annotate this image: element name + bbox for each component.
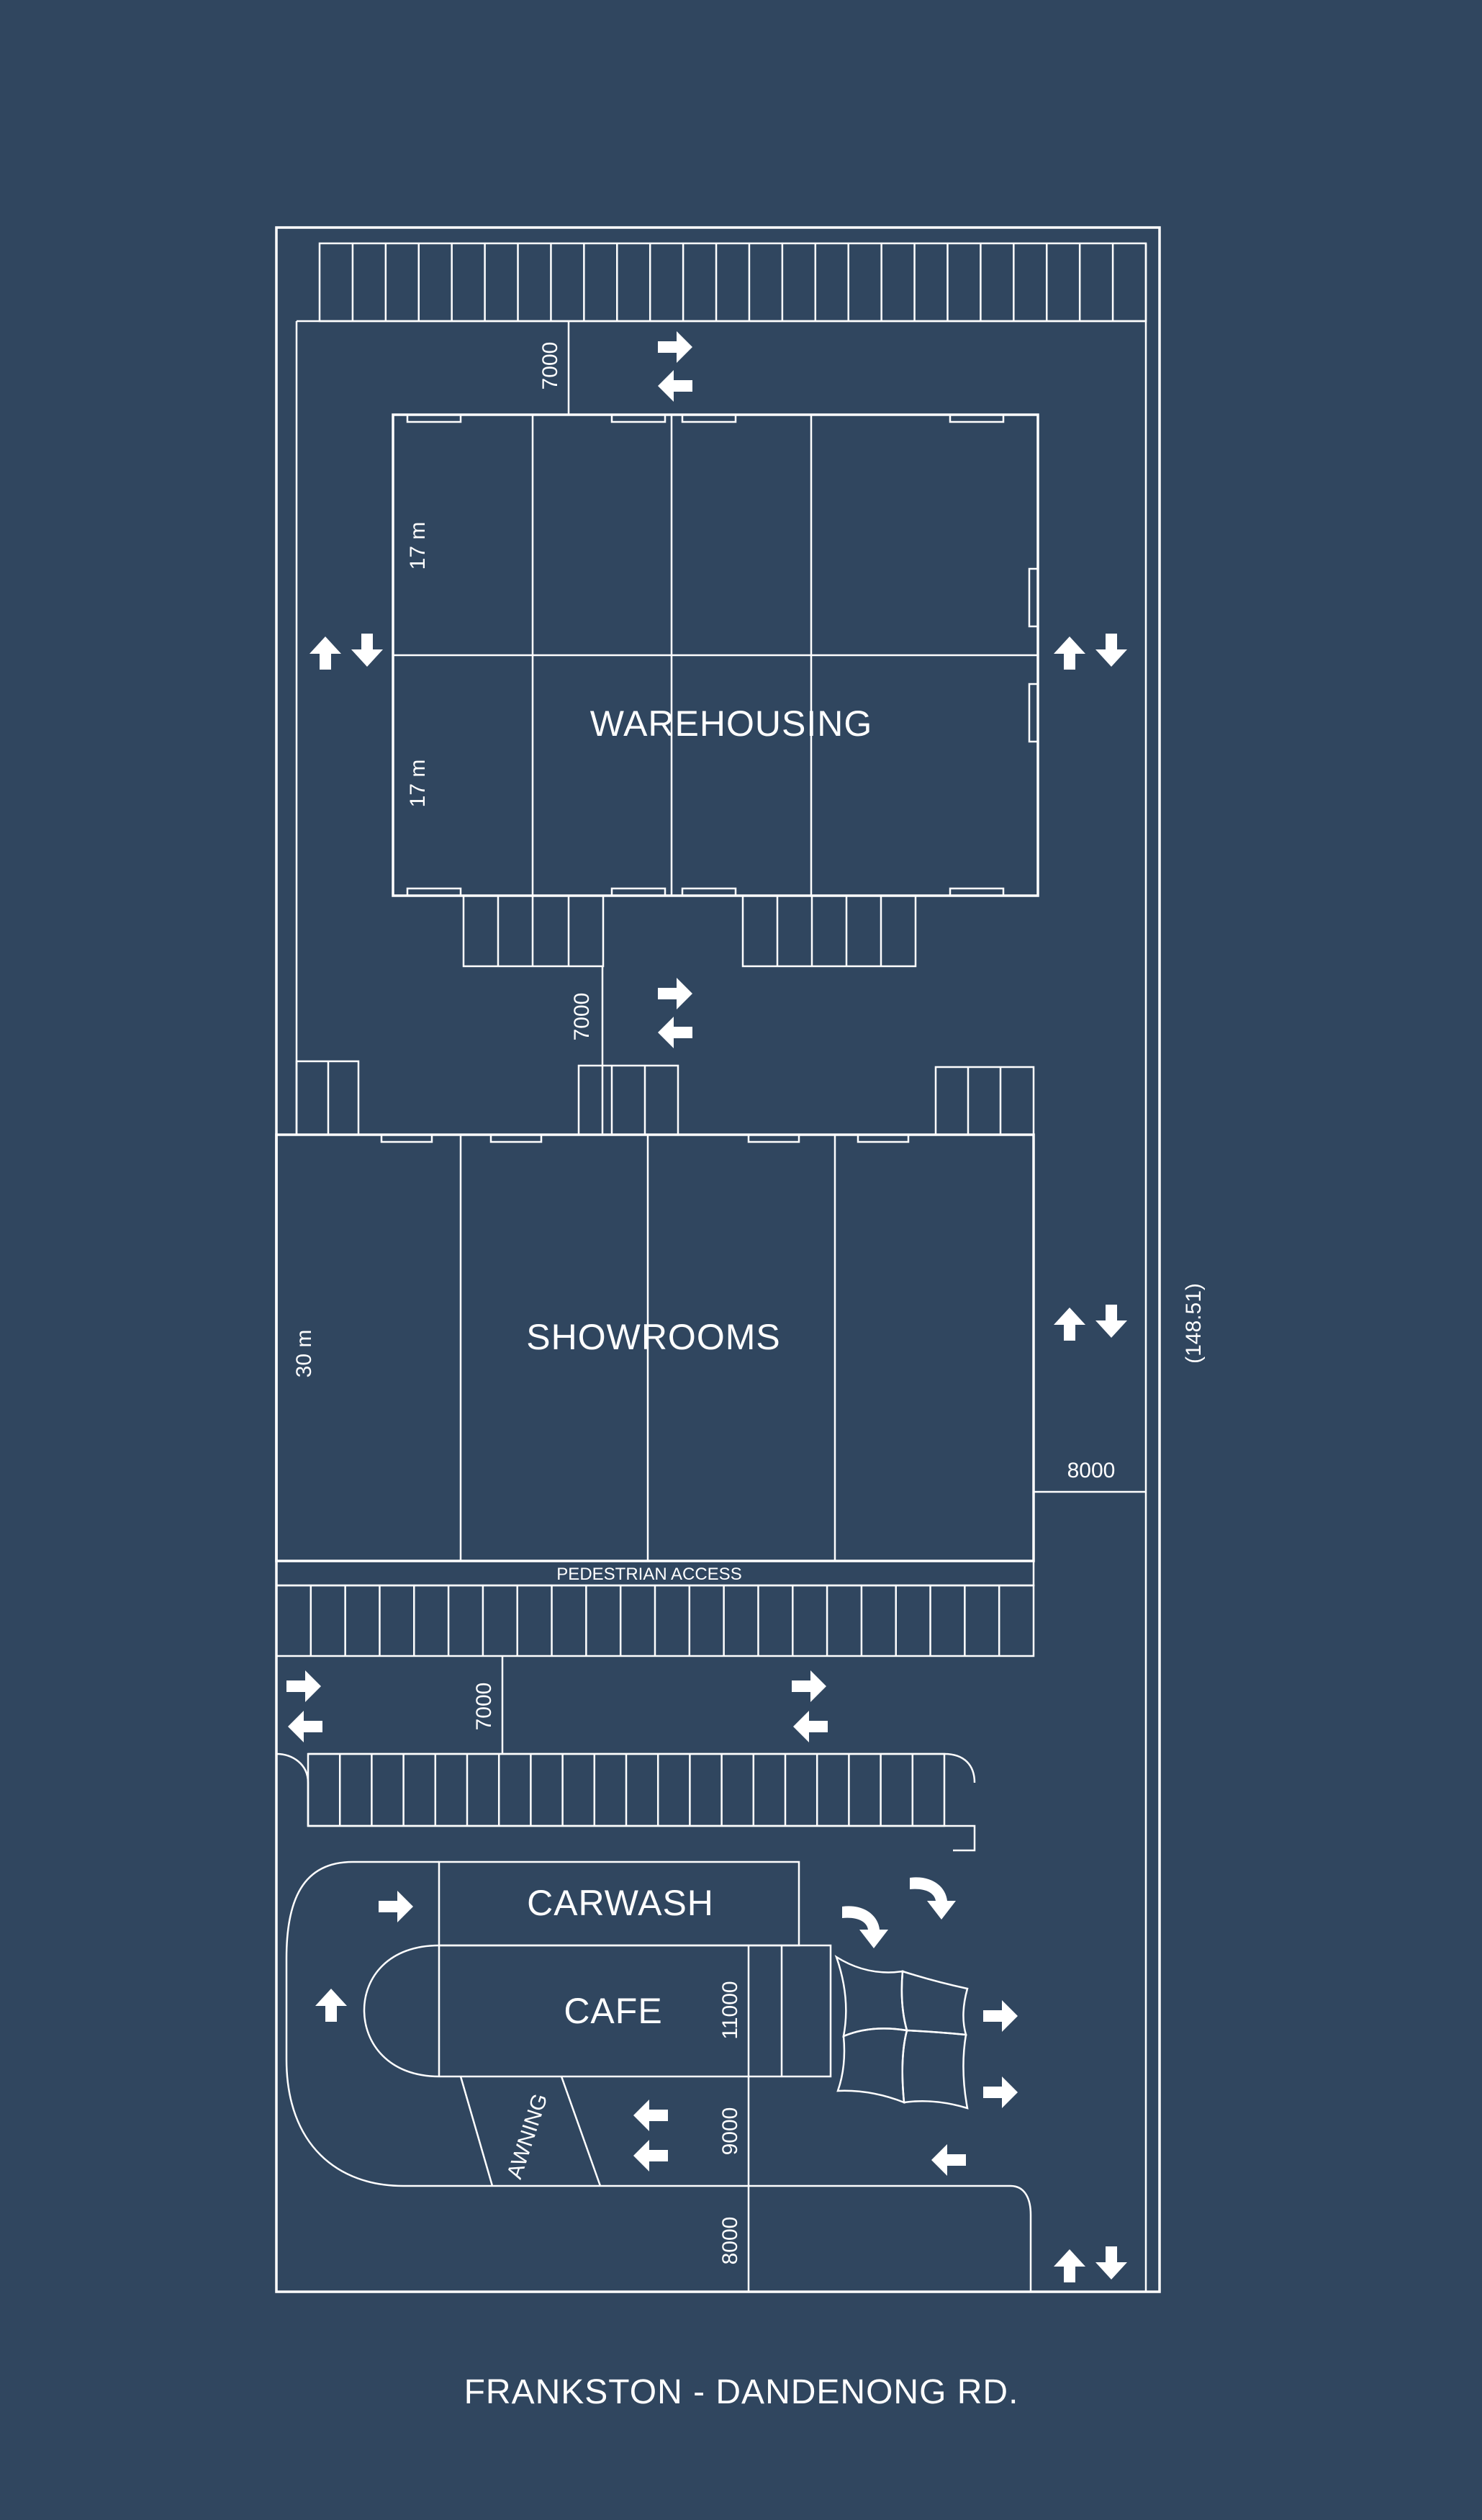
right-left-arrows-icon xyxy=(286,1670,322,1742)
cafe-label: CAFE xyxy=(564,1991,662,2031)
warehouse-lower-bay-dimension: 17 m xyxy=(406,760,430,808)
showroom-rear-parking xyxy=(295,1060,1035,1136)
site-length-dimension: (148.51) xyxy=(1182,1283,1206,1364)
lower-driveway-dimension: 7000 xyxy=(472,1683,496,1731)
warehousing-label: WAREHOUSING xyxy=(590,703,873,744)
middle-driveway-dimension: 7000 xyxy=(570,993,594,1041)
single-arrow-icon xyxy=(315,1891,1018,2176)
drive-through-lane xyxy=(285,1860,1032,2292)
right-left-arrows-icon xyxy=(658,331,692,402)
drive-through-lane-dimension: 9000 xyxy=(718,2107,742,2156)
cafe-building xyxy=(363,1944,832,2078)
pedestrian-access-label: PEDESTRIAN ACCESS xyxy=(556,1565,741,1584)
side-driveway-dimension: 8000 xyxy=(1067,1459,1116,1482)
up-down-arrows-icon xyxy=(309,634,383,670)
up-down-arrows-icon xyxy=(1054,634,1127,670)
right-left-arrows-icon xyxy=(658,978,692,1048)
front-parking-row xyxy=(275,1584,1035,1657)
curved-turn-arrow-icon xyxy=(842,1877,956,1948)
warehouse-building xyxy=(392,413,1039,968)
warehouse-upper-bay-dimension: 17 m xyxy=(406,522,430,570)
top-driveway-dimension: 7000 xyxy=(538,342,562,390)
showroom-building xyxy=(275,1133,1035,1587)
lower-parking-row xyxy=(276,1752,976,1852)
up-down-arrows-icon xyxy=(1054,2246,1127,2282)
awning-label: AWNING xyxy=(502,2091,552,2182)
right-left-arrows-icon xyxy=(792,1670,828,1742)
showrooms-label: SHOWROOMS xyxy=(526,1317,780,1357)
carwash-label: CARWASH xyxy=(527,1883,714,1923)
cafe-length-dimension: 11000 xyxy=(718,1981,742,2039)
up-down-arrows-icon xyxy=(1054,1305,1127,1341)
canopy-feature xyxy=(834,1955,969,2110)
awning xyxy=(459,2076,602,2187)
entry-driveway-dimension: 8000 xyxy=(718,2217,742,2265)
top-parking-row xyxy=(318,242,1147,323)
road-name-label: FRANKSTON - DANDENONG RD. xyxy=(464,2373,1019,2411)
showroom-depth-dimension: 30 m xyxy=(292,1330,316,1378)
